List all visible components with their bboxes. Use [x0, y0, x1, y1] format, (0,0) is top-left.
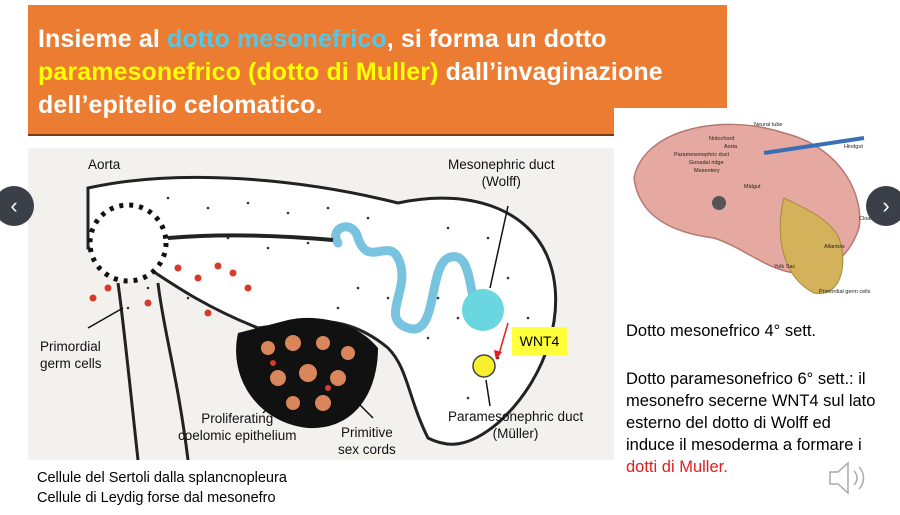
label-aorta: Aorta: [88, 157, 121, 172]
body-outline: [86, 175, 558, 446]
label-mesonephric-duct-line1: Mesonephric duct: [448, 157, 555, 172]
aorta-shape: [87, 202, 169, 284]
text-mesonephric-week: Dotto mesonefrico 4° sett.: [626, 322, 817, 340]
label-mesonephric-duct: Mesonephric duct (Wolff): [448, 156, 555, 190]
embryo-eye: [712, 196, 726, 210]
embryo-label-aorta: Aorta: [724, 144, 738, 150]
label-primordial-line1: Primordial: [40, 339, 101, 354]
next-slide-button[interactable]: ›: [866, 186, 900, 226]
embryo-label-cloaca: Cloaca: [859, 216, 877, 222]
wnt4-arrowhead: [494, 350, 502, 360]
label-proliferating-line1: Proliferating: [201, 411, 274, 426]
title-text-part3: dall’invaginazione: [438, 58, 663, 86]
embryo-illustration: Neural tube Notochord Aorta Paramesoneph…: [614, 108, 900, 303]
embryo-label-mesentery: Mesentery: [694, 168, 720, 174]
label-proliferating-line2: coelomic epithelium: [178, 428, 297, 443]
gonad-diagram-drawing: [86, 175, 558, 460]
muller-pointer-line: [485, 379, 491, 407]
embryo-label-gonadal-ridge: Gonadal ridge: [689, 160, 724, 166]
caption-sertoli: Cellule del Sertoli dalla splancnopleura: [37, 470, 287, 486]
label-primordial-germ-cells: Primordial germ cells: [40, 338, 102, 372]
mesentery-stalk: [116, 282, 190, 460]
title-highlight-paramesonephric: paramesonefrico (dotto di Muller): [38, 58, 439, 86]
label-mesonephric-duct-line2: (Wolff): [481, 174, 521, 189]
slide-title: Insieme al dotto mesonefrico, si forma u…: [38, 23, 727, 122]
paragraph-line-1: Dotto paramesonefrico 6° sett.: il: [626, 370, 866, 388]
wolffian-duct: [462, 289, 504, 331]
label-primitive-line2: sex cords: [338, 442, 396, 457]
label-primitive-line1: Primitive: [341, 425, 393, 440]
title-text-part2: , si forma un dotto: [386, 25, 607, 53]
label-paramesonephric-duct: Paramesonephric duct (Müller): [448, 408, 583, 442]
cords-pointer-line: [357, 402, 374, 419]
embryo-label-notochord: Notochord: [709, 136, 734, 142]
wnt4-label: WNT4: [512, 327, 567, 355]
yolk-sac-shape: [779, 197, 844, 294]
gonad-diagram: Aorta Mesonephric duct (Wolff) Primordia…: [28, 148, 614, 460]
embryo-label-midgut: Midgut: [744, 184, 761, 190]
label-primitive-sex-cords: Primitive sex cords: [338, 424, 396, 458]
audio-speaker-icon[interactable]: [826, 458, 872, 503]
paragraph-red-term: dotti di Muller.: [626, 458, 728, 476]
aorta-line: [763, 136, 865, 155]
tubule-connector: [167, 233, 334, 242]
title-text-part1: Insieme al: [38, 25, 167, 53]
embryo-label-neural-tube: Neural tube: [754, 122, 782, 128]
mullerian-duct: [472, 354, 496, 378]
embryo-label-primordial-germ-cells: Primordial germ cells: [819, 289, 871, 295]
embryo-label-paramesonephric: Paramesonephric duct: [674, 152, 730, 158]
sex-cords: [261, 335, 355, 411]
text-paramesonephric-paragraph: Dotto paramesonefrico 6° sett.: il meson…: [626, 368, 875, 478]
embryo-label-hindgut: Hindgut: [844, 144, 863, 150]
slide-caption: Cellule del Sertoli dalla splancnopleura…: [37, 468, 287, 508]
title-text-line3: dell’epitelio celomatico.: [38, 91, 323, 119]
paragraph-line-3: esterno del dotto di Wolff ed: [626, 414, 831, 432]
label-primordial-line2: germ cells: [40, 356, 102, 371]
paragraph-line-4: induce il mesoderma a formare i: [626, 436, 862, 454]
caption-leydig: Cellule di Leydig forse dal mesonefro: [37, 490, 276, 506]
epithelium-pointer-line: [262, 402, 274, 414]
embryo-label-allantois: Allantois: [824, 244, 845, 250]
label-paramesonephric-line1: Paramesonephric duct: [448, 409, 584, 424]
wolff-pointer-line: [489, 205, 509, 289]
slide-title-box: Insieme al dotto mesonefrico, si forma u…: [28, 5, 727, 136]
mesenchyme-dots: [126, 196, 530, 400]
germ-pointer-line: [87, 307, 124, 329]
prev-slide-button[interactable]: ‹: [0, 186, 34, 226]
wnt4-arrow: [498, 322, 509, 355]
title-highlight-mesonephric: dotto mesonefrico: [166, 25, 387, 53]
germ-cells: [89, 262, 331, 391]
label-proliferating-epithelium: Proliferating coelomic epithelium: [178, 410, 297, 444]
label-paramesonephric-line2: (Müller): [492, 426, 539, 441]
mesonephric-tubule: [331, 222, 483, 334]
embryo-drawing: Neural tube Notochord Aorta Paramesoneph…: [633, 122, 877, 295]
paragraph-line-2: mesonefro secerne WNT4 sul lato: [626, 392, 876, 410]
embryo-label-yolk-sac: Yolk Sac: [774, 264, 795, 270]
